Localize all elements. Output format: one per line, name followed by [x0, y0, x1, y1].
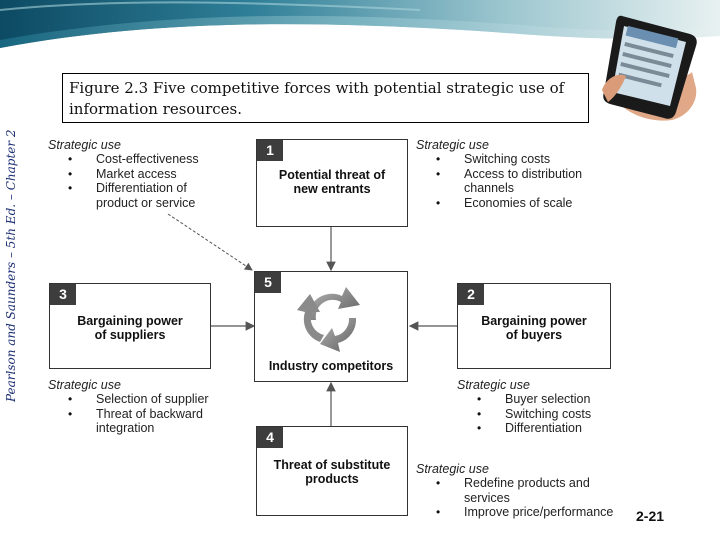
strategic-use-item: Cost-effectiveness — [48, 152, 248, 167]
strategic-use-suppliers: Strategic use Selection of supplier Thre… — [48, 378, 248, 436]
strategic-use-substitutes: Strategic use Redefine products and serv… — [416, 462, 640, 520]
force-box-new-entrants: 1 Potential threat of new entrants — [256, 139, 408, 227]
force-title: Threat of substitute products — [273, 458, 391, 486]
strategic-use-item: Differentiation — [457, 421, 637, 436]
phone-in-hand-image — [602, 12, 700, 127]
force-title: Potential threat of new entrants — [278, 168, 386, 196]
strategic-use-item: Economies of scale — [416, 196, 636, 211]
strategic-use-heading: Strategic use — [416, 462, 489, 476]
force-title: Industry competitors — [268, 359, 394, 373]
banner-swoosh-graphic — [0, 0, 720, 60]
strategic-use-item: Selection of supplier — [48, 392, 248, 407]
strategic-use-item: Buyer selection — [457, 392, 637, 407]
strategic-use-item: Access to distribution channels — [416, 167, 636, 196]
force-box-substitutes: 4 Threat of substitute products — [256, 426, 408, 516]
page-number: 2-21 — [636, 508, 665, 524]
strategic-use-item: Improve price/performance — [416, 505, 640, 520]
force-title: Bargaining power of buyers — [481, 314, 587, 342]
strategic-use-new-entrants: Strategic use Cost-effectiveness Market … — [48, 138, 248, 210]
strategic-use-item: Switching costs — [457, 407, 637, 422]
strategic-use-heading: Strategic use — [457, 378, 530, 392]
strategic-use-item: Redefine products and services — [416, 476, 640, 505]
strategic-use-top-right: Strategic use Switching costs Access to … — [416, 138, 636, 210]
force-number: 3 — [50, 284, 76, 305]
header-banner — [0, 0, 720, 60]
force-number: 4 — [257, 427, 283, 448]
strategic-use-item: Switching costs — [416, 152, 636, 167]
force-number: 5 — [255, 272, 281, 293]
force-number: 2 — [458, 284, 484, 305]
force-box-buyers: 2 Bargaining power of buyers — [457, 283, 611, 369]
strategic-use-heading: Strategic use — [48, 138, 121, 152]
strategic-use-heading: Strategic use — [48, 378, 121, 392]
force-box-industry-competitors: 5 Industry competitors — [254, 271, 408, 382]
arrow-dashed-strategic-to-competitors — [167, 213, 253, 271]
strategic-use-item: Differentiation of product or service — [48, 181, 248, 210]
force-title: Bargaining power of suppliers — [77, 314, 183, 342]
strategic-use-item: Threat of backward integration — [48, 407, 248, 436]
force-box-suppliers: 3 Bargaining power of suppliers — [49, 283, 211, 369]
force-number: 1 — [257, 140, 283, 161]
strategic-use-heading: Strategic use — [416, 138, 489, 152]
strategic-use-item: Market access — [48, 167, 248, 182]
figure-caption: Figure 2.3 Five competitive forces with … — [62, 73, 589, 123]
cycle-arrows-icon — [297, 287, 360, 352]
strategic-use-buyers: Strategic use Buyer selection Switching … — [457, 378, 637, 436]
